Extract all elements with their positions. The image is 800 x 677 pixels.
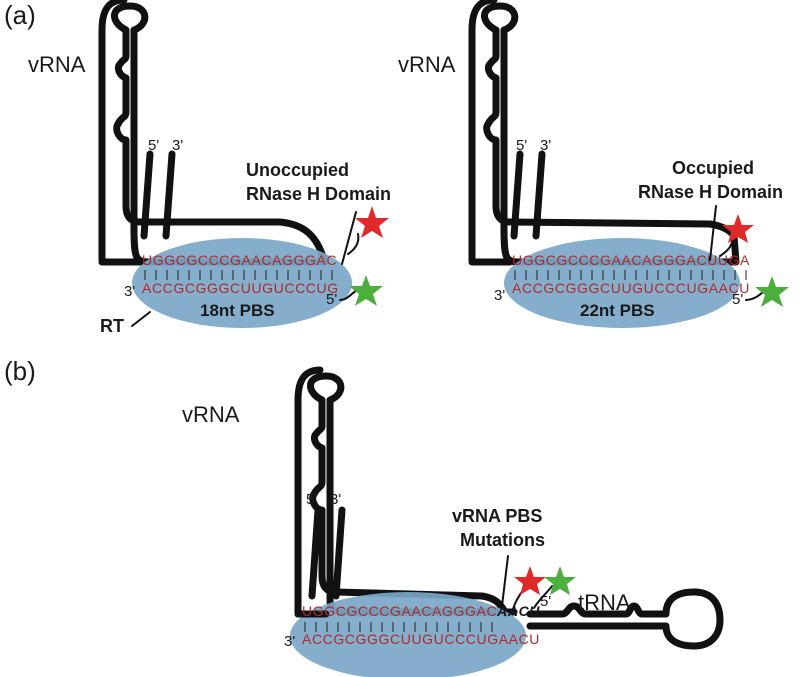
annotation-line-1: Occupied bbox=[672, 158, 754, 178]
annotation-pointer bbox=[341, 211, 357, 265]
vrna-sequence: UGGCGCCCGAACAGGGACUUGA bbox=[512, 252, 750, 268]
vrna-hairpin-left bbox=[294, 366, 324, 618]
trna-5-prime-label: 5' bbox=[326, 291, 337, 308]
trna-strand bbox=[526, 588, 724, 650]
rt-label: RT bbox=[100, 316, 124, 336]
pbs-label: 18nt PBS bbox=[200, 301, 275, 320]
trna-3-prime-label: 3' bbox=[124, 283, 135, 300]
annotation-line-1: vRNA PBS bbox=[452, 506, 542, 526]
green-star-icon bbox=[544, 566, 576, 595]
panel-b-label: (b) bbox=[4, 356, 36, 386]
vrna-sequence: UGGCGCCCGAACAGGGACAACU bbox=[302, 603, 540, 619]
red-star-icon bbox=[514, 566, 546, 595]
green-star-icon bbox=[755, 276, 789, 307]
panel-a-left: UGGCGCCCGAACAGGGAC ACCGCGGGCUUGUCCCUG 3'… bbox=[28, 0, 391, 336]
vrna-sequence-wild-type: UGGCGCCCGAACAGGGAC bbox=[302, 603, 497, 619]
acceptor-linker bbox=[347, 233, 360, 255]
trna-5-prime-label: 5' bbox=[732, 291, 743, 308]
panel-a-label: (a) bbox=[4, 0, 36, 30]
rt-enzyme bbox=[290, 592, 526, 677]
rt-enzyme bbox=[504, 238, 740, 328]
vrna-strand bbox=[307, 372, 518, 618]
pbs-label: 22nt PBS bbox=[580, 301, 655, 320]
vrna-strand bbox=[481, 2, 740, 266]
red-star-icon bbox=[355, 206, 389, 238]
trna-sequence: ACCGCGGGCUUGUCCCUG bbox=[142, 280, 339, 296]
five-prime-label: 5' bbox=[148, 137, 159, 154]
vrna-5p-strand bbox=[308, 506, 322, 600]
three-prime-label: 3' bbox=[540, 137, 551, 154]
annotation-pointer bbox=[501, 555, 509, 607]
annotation-line-2: RNase H Domain bbox=[638, 182, 783, 202]
trna-3-prime-label: 3' bbox=[284, 633, 295, 650]
trna-3-prime-label: 3' bbox=[494, 287, 505, 304]
annotation-line-1: Unoccupied bbox=[246, 160, 349, 180]
vrna-hairpin-left bbox=[98, 0, 128, 264]
trna-sequence: ACCGCGGGCUUGUCCCUGAACU bbox=[512, 280, 750, 296]
base-pair-ticks bbox=[514, 270, 747, 280]
three-prime-label: 3' bbox=[172, 137, 183, 154]
vrna-5p-strand bbox=[510, 150, 524, 240]
donor-linker bbox=[533, 585, 553, 609]
rt-pointer bbox=[131, 311, 151, 327]
rt-enzyme bbox=[132, 238, 352, 328]
five-prime-label: 5' bbox=[306, 491, 317, 508]
vrna-label: vRNA bbox=[28, 52, 86, 77]
vrna-sequence-mutation: AACU bbox=[496, 603, 540, 619]
base-pair-ticks bbox=[144, 270, 333, 280]
vrna-3p-strand bbox=[532, 150, 546, 240]
vrna-label: vRNA bbox=[182, 402, 240, 427]
annotation-pointer bbox=[709, 205, 717, 261]
vrna-strand bbox=[111, 2, 329, 266]
three-prime-label: 3' bbox=[330, 491, 341, 508]
vrna-label: vRNA bbox=[398, 52, 456, 77]
green-star-icon bbox=[349, 275, 383, 306]
annotation-line-2: Mutations bbox=[460, 530, 545, 550]
vrna-sequence: UGGCGCCCGAACAGGGAC bbox=[142, 252, 337, 268]
trna-sequence: ACCGCGGGCUUGUCCCUGAACU bbox=[302, 631, 540, 647]
trna-5-prime-label: 5' bbox=[540, 593, 551, 610]
vrna-5p-strand bbox=[140, 150, 154, 240]
red-star-icon bbox=[722, 214, 754, 243]
panel-b: UGGCGCCCGAACAGGGACAACU ACCGCGGGCUUGUCCCU… bbox=[182, 366, 724, 677]
five-prime-label: 5' bbox=[516, 137, 527, 154]
vrna-3p-strand bbox=[332, 506, 346, 600]
vrna-hairpin-left bbox=[468, 0, 498, 264]
panel-a-right: UGGCGCCCGAACAGGGACUUGA ACCGCGGGCUUGUCCCU… bbox=[398, 0, 789, 328]
annotation-line-2: RNase H Domain bbox=[246, 184, 391, 204]
base-pair-ticks bbox=[304, 622, 493, 632]
trna-label: tRNA bbox=[578, 590, 631, 615]
vrna-3p-strand bbox=[162, 150, 176, 240]
